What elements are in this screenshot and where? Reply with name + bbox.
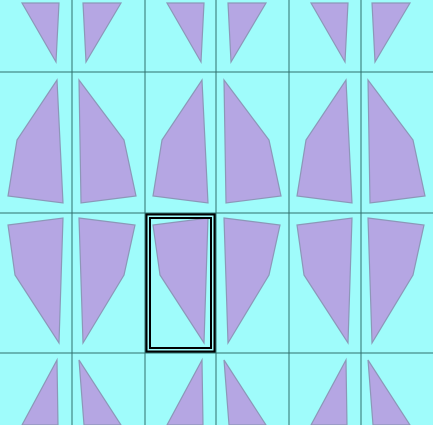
- triangle-piece: [7, 78, 64, 204]
- triangle-piece: [7, 217, 64, 345]
- triangle-piece: [223, 359, 267, 425]
- selection-outer-border: [145, 213, 216, 353]
- tile-r2-c3[interactable]: [216, 213, 289, 353]
- tile-r3-c2[interactable]: [145, 353, 216, 425]
- selected-tile-highlight: [145, 213, 216, 353]
- triangle-piece: [82, 2, 123, 65]
- triangle-piece: [21, 357, 59, 425]
- triangle-piece: [367, 359, 411, 425]
- triangle-piece: [367, 78, 426, 204]
- tile-r0-c5[interactable]: [361, 0, 433, 72]
- tile-r2-c1[interactable]: [72, 213, 145, 353]
- triangle-piece: [78, 359, 122, 425]
- triangle-piece: [296, 78, 353, 204]
- tile-r3-c4[interactable]: [289, 353, 361, 425]
- triangle-piece: [78, 78, 137, 204]
- triangle-piece: [310, 357, 348, 425]
- tile-r3-c5[interactable]: [361, 353, 433, 425]
- triangle-piece: [367, 217, 425, 346]
- triangle-piece: [165, 2, 205, 65]
- triangle-piece: [223, 217, 281, 346]
- tile-r1-c2[interactable]: [145, 72, 216, 213]
- tile-r0-c3[interactable]: [216, 0, 289, 72]
- triangle-piece: [78, 217, 136, 346]
- triangle-piece: [166, 357, 204, 425]
- tile-r1-c0[interactable]: [0, 72, 72, 213]
- selection-inner-border: [149, 217, 212, 349]
- tile-r1-c4[interactable]: [289, 72, 361, 213]
- tile-r2-c4[interactable]: [289, 213, 361, 353]
- triangle-piece: [309, 2, 349, 65]
- triangle-piece: [296, 217, 353, 345]
- tile-r3-c1[interactable]: [72, 353, 145, 425]
- triangle-piece: [371, 2, 412, 65]
- triangle-piece: [20, 2, 60, 65]
- tile-r3-c0[interactable]: [0, 353, 72, 425]
- tile-r1-c5[interactable]: [361, 72, 433, 213]
- tile-shapes: [7, 2, 426, 425]
- triangle-piece: [152, 217, 209, 345]
- triangle-piece: [227, 2, 268, 65]
- triangle-piece: [223, 78, 282, 204]
- tile-r2-c0[interactable]: [0, 213, 72, 353]
- tile-r3-c3[interactable]: [216, 353, 289, 425]
- tile-r0-c2[interactable]: [145, 0, 216, 72]
- tile-r2-c2[interactable]: [145, 213, 216, 353]
- tile-r0-c1[interactable]: [72, 0, 145, 72]
- triangle-piece: [152, 78, 209, 204]
- tile-r1-c3[interactable]: [216, 72, 289, 213]
- tile-r0-c0[interactable]: [0, 0, 72, 72]
- tile-r1-c1[interactable]: [72, 72, 145, 213]
- tile-r0-c4[interactable]: [289, 0, 361, 72]
- tile-r2-c5[interactable]: [361, 213, 433, 353]
